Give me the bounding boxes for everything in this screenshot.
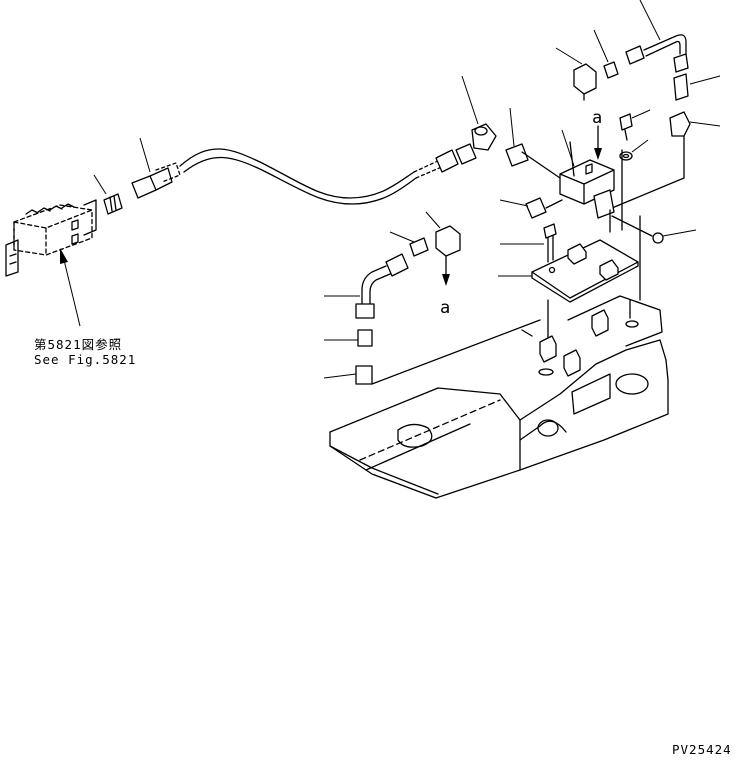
bolt-upper [619, 109, 651, 141]
reference-arrow [60, 248, 81, 327]
selector-valve [559, 129, 615, 219]
hose-assembly [131, 137, 477, 205]
pressure-switch-lower [425, 211, 461, 257]
tube-lower-left [324, 253, 409, 305]
view-marker-lower-label: a [440, 298, 452, 318]
reference-note-japanese: 第5821図参照 [34, 337, 123, 352]
elbow-fitting-upper [461, 75, 497, 151]
connector-fitting [505, 107, 561, 179]
adapter-fitting-lower [389, 231, 429, 257]
adapter-fitting-upper [593, 29, 619, 79]
pressure-switch-upper [555, 47, 597, 101]
washer [619, 139, 649, 161]
drawing-number: PV25424 [672, 742, 732, 757]
floor-frame [329, 295, 669, 499]
nut-right [611, 215, 697, 244]
fittings-lower-stack [323, 303, 541, 385]
mounting-bolt [500, 223, 557, 263]
reference-note-english: See Fig.5821 [34, 352, 137, 367]
connector-right-2 [611, 111, 721, 209]
connector-small [499, 197, 563, 219]
elbow-fitting-left [93, 174, 123, 215]
tube-upper-right [625, 0, 687, 65]
view-marker-lower [442, 255, 450, 286]
view-marker-upper-label: a [592, 108, 604, 128]
mounting-plate [498, 239, 639, 303]
control-valve-block [5, 199, 97, 277]
connector-right-1 [673, 53, 721, 101]
view-marker-upper [594, 125, 602, 160]
